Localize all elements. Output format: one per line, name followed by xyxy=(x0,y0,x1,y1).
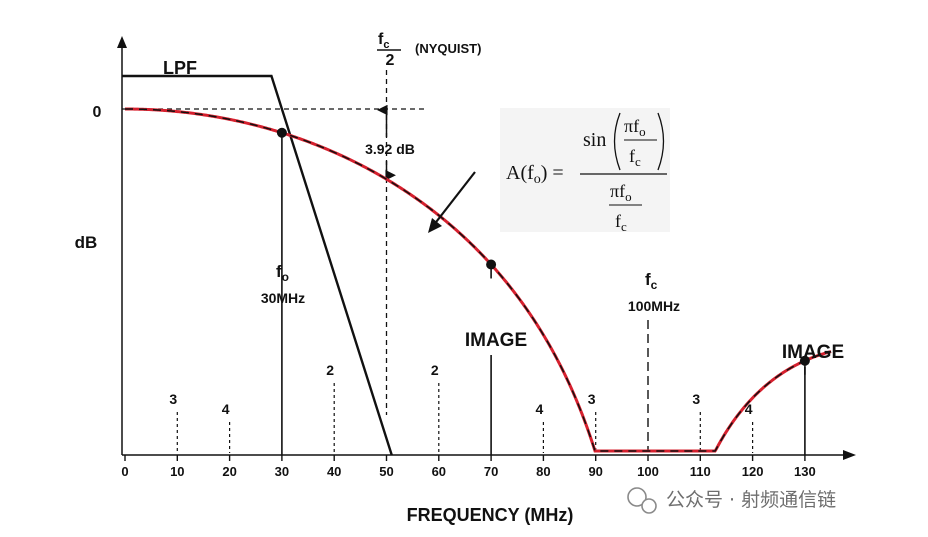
x-tick-label: 120 xyxy=(742,464,764,479)
x-tick-label: 10 xyxy=(170,464,184,479)
lpf-label: LPF xyxy=(163,58,197,78)
axes xyxy=(117,36,856,460)
formula-pointer-arrowhead xyxy=(428,218,442,233)
x-tick-label: 60 xyxy=(432,464,446,479)
signal-point-dot xyxy=(276,127,287,138)
y-zero-label: 0 xyxy=(93,104,102,121)
x-tick-label: 70 xyxy=(484,464,498,479)
wechat-icon-bubble-small xyxy=(641,498,657,514)
image-label-70: IMAGE xyxy=(465,330,527,351)
signal-point-dot xyxy=(799,355,810,366)
x-tick-label: 80 xyxy=(536,464,550,479)
watermark: 公众号 · 射频通信链 xyxy=(627,487,836,514)
harmonic-label: 3 xyxy=(588,391,596,407)
nyquist-drop-label: 3.92 dB xyxy=(365,141,415,157)
formula-inner-numerator: πfo xyxy=(624,116,646,139)
x-tick-label: 50 xyxy=(379,464,393,479)
harmonic-label: 3 xyxy=(169,391,177,407)
lpf-response-line xyxy=(122,74,393,456)
x-ticks: 0 10 20 30 40 50 60 70 80 90 100 110 120 130 xyxy=(121,455,816,479)
formula-outer-denominator: fc xyxy=(615,211,627,234)
watermark-text: 公众号 · 射频通信链 xyxy=(666,489,836,511)
harmonic-label: 2 xyxy=(431,362,439,378)
harmonic-label: 4 xyxy=(745,401,753,417)
nyquist-label: (NYQUIST) xyxy=(415,41,481,56)
x-tick-label: 40 xyxy=(327,464,341,479)
harmonic-label: 4 xyxy=(536,401,544,417)
y-axis-label: dB xyxy=(75,233,98,252)
sinc-curve-red xyxy=(125,107,832,453)
formula-background xyxy=(500,108,670,232)
nyquist-marker: fc 2 (NYQUIST) 3.92 dB xyxy=(365,31,481,415)
formula-paren-right xyxy=(657,112,665,171)
signal-point-dot xyxy=(486,259,497,270)
fc-marker: fc 100MHz xyxy=(628,270,680,452)
x-tick-label: 20 xyxy=(222,464,236,479)
x-tick-label: 90 xyxy=(588,464,602,479)
x-axis-label: FREQUENCY (MHz) xyxy=(407,505,574,525)
image-label-130: IMAGE xyxy=(782,342,844,363)
sinc-curve-black-dashed xyxy=(125,108,832,452)
harmonic-label: 4 xyxy=(222,401,230,417)
transfer-formula: A(fo) = sin πfo fc πfo fc xyxy=(428,108,670,234)
fo-value: 30MHz xyxy=(261,290,305,306)
formula-sin: sin xyxy=(583,129,606,151)
sinc-curve xyxy=(125,107,832,453)
formula-inner-denominator: fc xyxy=(629,146,641,169)
wechat-icon-bubble-large xyxy=(627,487,647,507)
formula-pointer-arrow xyxy=(432,171,476,227)
y-axis-arrow xyxy=(117,36,127,48)
formula-lhs: A(fo) = xyxy=(506,162,564,187)
nyquist-fraction-numerator: fc xyxy=(378,31,389,51)
x-tick-label: 110 xyxy=(690,464,711,479)
nyquist-fraction-denominator: 2 xyxy=(386,52,395,69)
x-tick-label: 130 xyxy=(794,464,816,479)
harmonic-markers: 3 4 2 2 4 3 3 4 xyxy=(169,362,754,453)
signal-points xyxy=(276,127,810,455)
lpf: LPF xyxy=(122,58,393,456)
x-tick-label: 30 xyxy=(275,464,289,479)
x-tick-label: 0 xyxy=(121,464,128,479)
formula-paren-left xyxy=(613,112,621,171)
x-axis-arrow xyxy=(843,450,856,460)
harmonic-label: 3 xyxy=(692,391,700,407)
x-tick-label: 100 xyxy=(637,464,659,479)
formula-outer-numerator: πfo xyxy=(610,181,632,204)
fc-value: 100MHz xyxy=(628,298,680,314)
fo-symbol: fo xyxy=(276,262,289,284)
fc-symbol: fc xyxy=(645,270,658,292)
harmonic-label: 2 xyxy=(326,362,334,378)
